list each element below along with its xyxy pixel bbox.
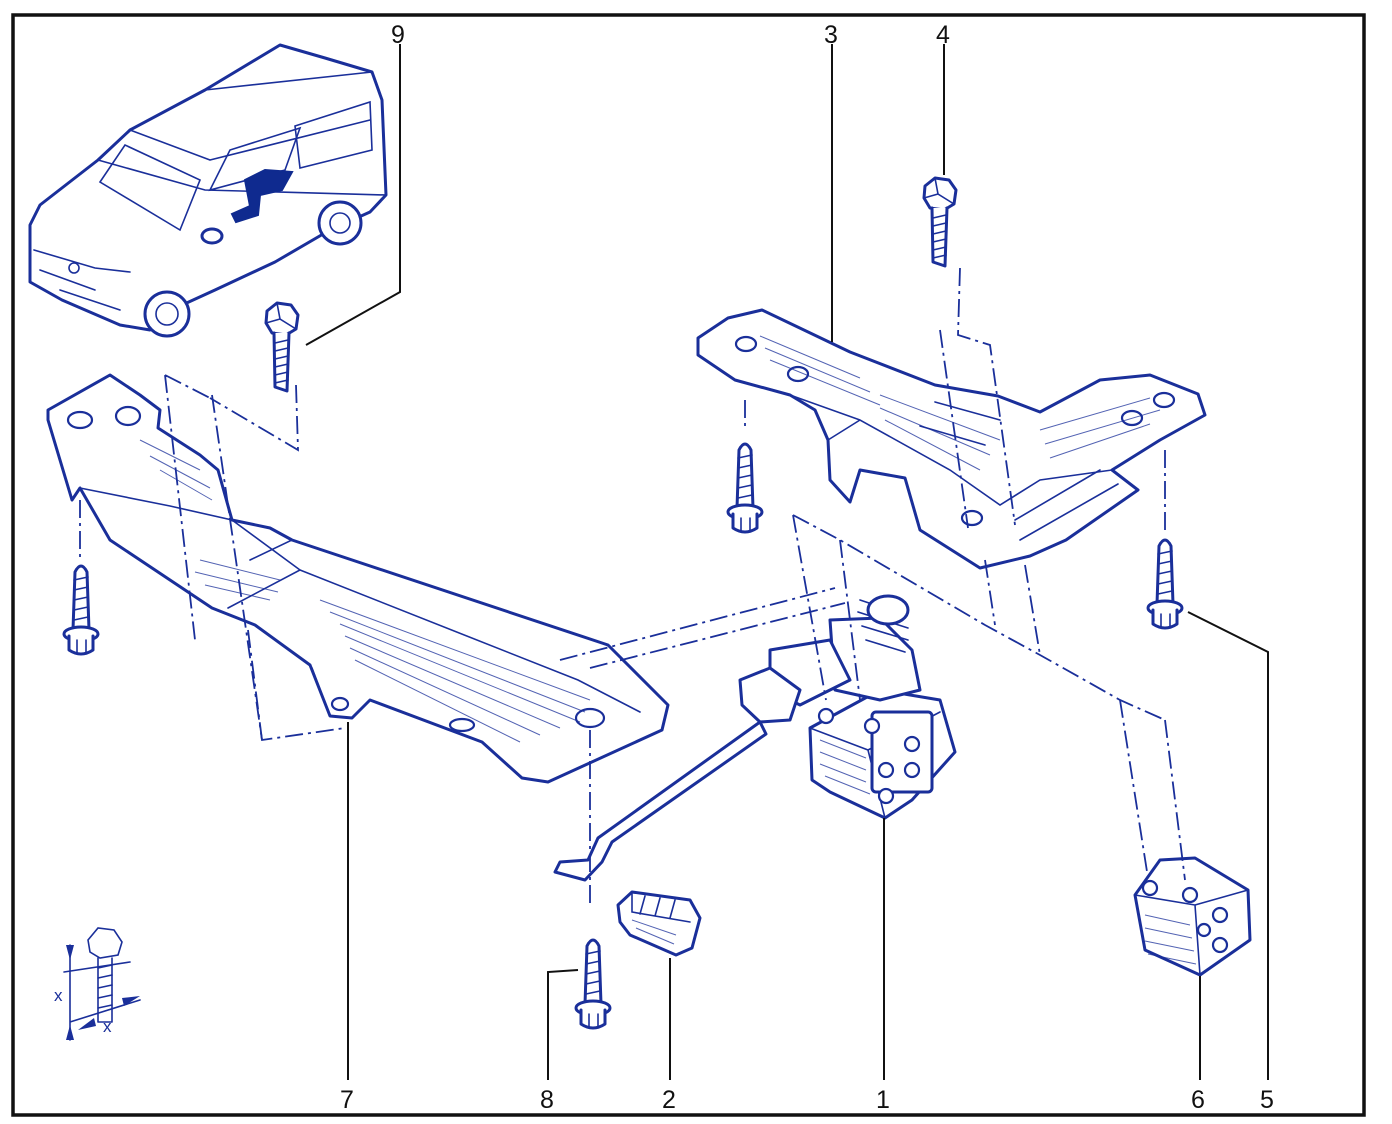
bolt-5 [1146, 538, 1184, 630]
bolt-4 [922, 176, 958, 268]
striker-block-6 [1133, 856, 1252, 977]
bolt-length-dimension-symbol [63, 927, 141, 1041]
callout-9: 9 [391, 21, 405, 49]
bolt-8 [574, 938, 612, 1030]
bolt-left [62, 564, 100, 656]
callout-4: 4 [936, 21, 950, 49]
callout-6: 6 [1191, 1086, 1205, 1114]
vehicle-locator-illustration [28, 43, 388, 338]
clip-2 [616, 890, 702, 957]
diagram-frame [11, 13, 1366, 1117]
bracket-3 [696, 308, 1207, 570]
bolt-9 [264, 301, 300, 393]
callout-1: 1 [876, 1086, 890, 1114]
callout-2: 2 [662, 1086, 676, 1114]
callout-5: 5 [1260, 1086, 1274, 1114]
bolt-middle [726, 442, 764, 534]
bracket-7 [46, 373, 670, 784]
door-lock-mechanism-1 [553, 594, 957, 882]
assembly-guide-lines [79, 267, 1186, 905]
dimension-mark-x-horizontal: x [103, 1017, 112, 1036]
callout-3: 3 [824, 21, 838, 49]
callout-leader-lines [305, 44, 1269, 1080]
callout-7: 7 [340, 1086, 354, 1114]
dimension-mark-x-vertical: x [54, 986, 63, 1005]
callout-8: 8 [540, 1086, 554, 1114]
